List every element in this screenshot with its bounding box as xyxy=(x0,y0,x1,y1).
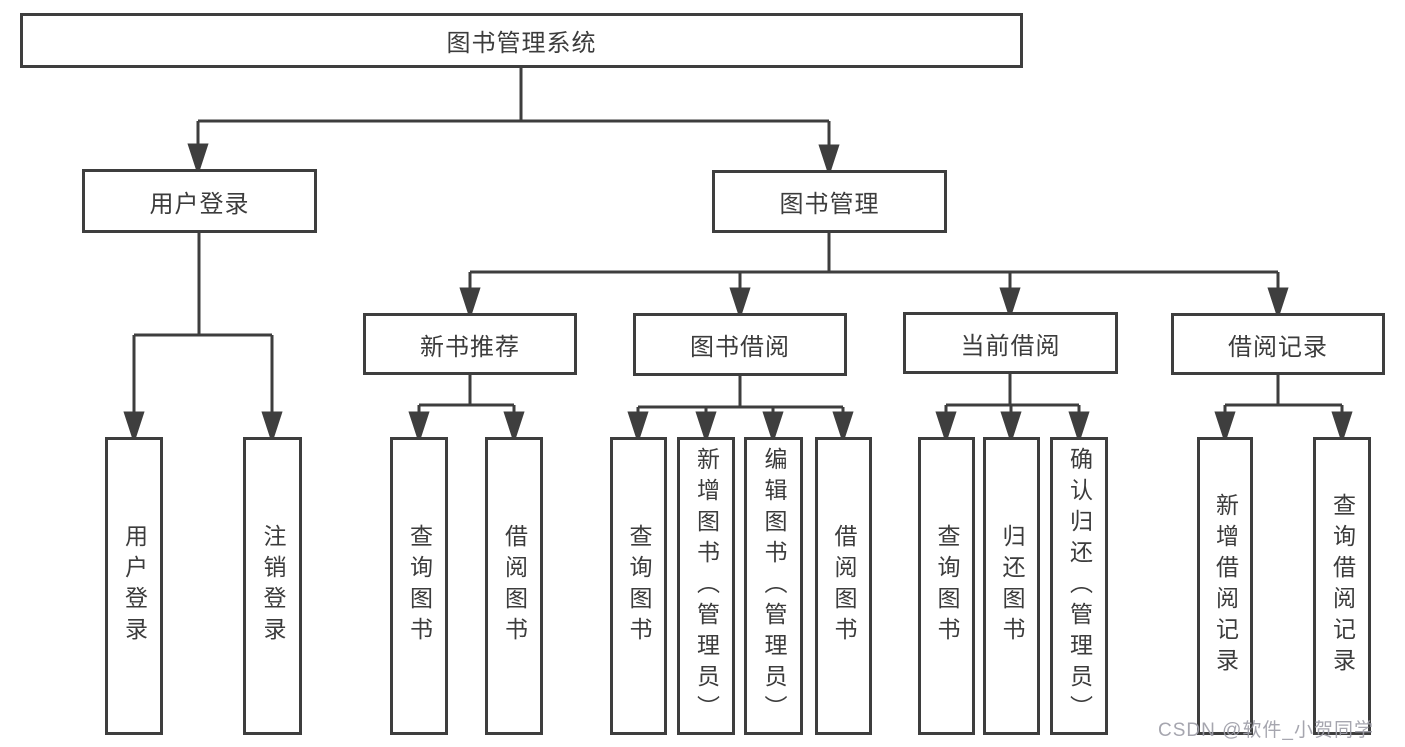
node-root-label: 图书管理系统 xyxy=(446,30,597,57)
leaf-query-books-2: 查询图书 xyxy=(610,437,667,735)
connector-newbooks-to-leaves xyxy=(408,375,525,444)
node-current-borrow: 当前借阅 xyxy=(903,312,1118,374)
leaf-return-book: 归还图书 xyxy=(983,437,1040,735)
leaf-query-books-3-label: 查询图书 xyxy=(934,524,960,648)
leaf-query-borrow-record: 查询借阅记录 xyxy=(1313,437,1371,735)
leaf-confirm-return-admin: 确认归还（管理员） xyxy=(1050,437,1108,735)
node-borrow-records: 借阅记录 xyxy=(1171,313,1385,375)
leaf-borrow-books-2-label: 借阅图书 xyxy=(831,524,857,648)
connector-bookmgmt-to-level3 xyxy=(459,233,1289,320)
node-root: 图书管理系统 xyxy=(20,13,1023,68)
leaf-user-login-label: 用户登录 xyxy=(121,524,148,648)
node-new-book-recommend-label: 新书推荐 xyxy=(420,333,520,361)
watermark: CSDN @软件_小贺同学 xyxy=(1158,720,1374,741)
connector-root-to-level2 xyxy=(187,68,840,177)
leaf-confirm-return-admin-label: 确认归还（管理员） xyxy=(1066,446,1093,726)
leaf-borrow-books-1: 借阅图书 xyxy=(485,437,543,735)
leaf-query-books-2-label: 查询图书 xyxy=(626,524,652,648)
leaf-user-login: 用户登录 xyxy=(105,437,163,735)
leaf-borrow-books-1-label: 借阅图书 xyxy=(501,524,528,648)
node-book-management: 图书管理 xyxy=(712,170,947,233)
leaf-add-book-admin-label: 新增图书（管理员） xyxy=(693,446,720,726)
connector-bookborrow-to-leaves xyxy=(627,375,854,444)
node-book-borrow-label: 图书借阅 xyxy=(690,334,790,361)
leaf-borrow-books-2: 借阅图书 xyxy=(815,437,872,735)
leaf-return-book-label: 归还图书 xyxy=(999,524,1025,648)
connector-userlogin-to-leaves xyxy=(123,233,283,444)
connector-borrowrecords-to-leaves xyxy=(1214,375,1353,444)
node-book-borrow: 图书借阅 xyxy=(633,313,847,376)
leaf-add-book-admin: 新增图书（管理员） xyxy=(677,437,735,735)
leaf-logout-label: 注销登录 xyxy=(260,524,286,648)
node-book-management-label: 图书管理 xyxy=(779,191,880,218)
node-borrow-records-label: 借阅记录 xyxy=(1228,333,1328,361)
node-user-login: 用户登录 xyxy=(82,169,317,233)
leaf-query-borrow-record-label: 查询借阅记录 xyxy=(1329,493,1356,679)
node-new-book-recommend: 新书推荐 xyxy=(363,313,577,375)
leaf-query-books-3: 查询图书 xyxy=(918,437,975,735)
leaf-add-borrow-record-label: 新增借阅记录 xyxy=(1212,493,1239,679)
node-current-borrow-label: 当前借阅 xyxy=(960,332,1061,360)
connector-currentborrow-to-leaves xyxy=(935,374,1090,444)
leaf-query-books-1-label: 查询图书 xyxy=(406,524,433,648)
leaf-edit-book-admin-label: 编辑图书（管理员） xyxy=(761,446,787,726)
leaf-logout: 注销登录 xyxy=(243,437,302,735)
node-user-login-label: 用户登录 xyxy=(149,190,250,218)
leaf-query-books-1: 查询图书 xyxy=(390,437,448,735)
leaf-edit-book-admin: 编辑图书（管理员） xyxy=(744,437,803,735)
leaf-add-borrow-record: 新增借阅记录 xyxy=(1197,437,1253,735)
